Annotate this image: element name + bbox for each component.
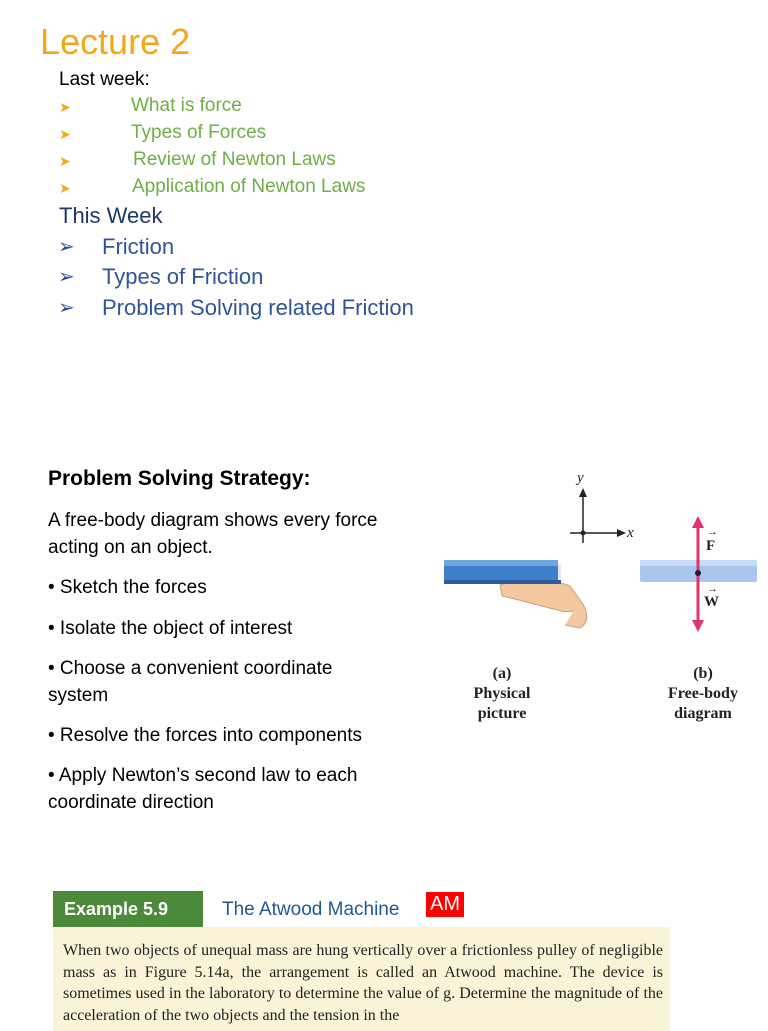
strategy-title: Problem Solving Strategy: [48,467,311,490]
bullet-arrow-icon: ➤ [59,180,71,196]
strategy-bullet: • Isolate the object of interest [48,618,293,639]
last-week-item: Application of Newton Laws [132,176,366,197]
last-week-item: What is force [131,95,242,116]
last-week-heading: Last week: [59,69,150,90]
caption-a: (a) Physical picture [473,665,531,722]
this-week-item: Problem Solving related Friction [102,295,414,320]
coordinate-axes-icon [570,488,626,543]
bullet-arrow-icon: ➤ [59,153,71,169]
page-title: Lecture 2 [40,21,191,62]
free-body-figure: y x F → W → [444,470,757,632]
force-w-label: W [704,594,719,610]
book-in-hand-icon [444,560,588,629]
axis-y-label: y [575,470,584,486]
strategy-bullet: • Resolve the forces into components [48,725,362,746]
strategy-bullet-cont: coordinate direction [48,792,214,813]
bullet-arrow-icon: ➢ [58,266,75,288]
strategy-bullet: • Sketch the forces [48,577,207,598]
vector-arrow-icon: → [707,583,718,595]
axis-x-label: x [626,525,634,541]
last-week-item: Types of Forces [131,122,267,143]
caption-b: (b) Free-body diagram [668,665,738,722]
bullet-arrow-icon: ➤ [59,99,71,115]
bullet-arrow-icon: ➢ [58,297,75,319]
vector-arrow-icon: → [707,526,718,538]
force-f-label: F [706,538,715,554]
bullet-arrow-icon: ➤ [59,126,71,142]
force-arrows-icon [692,516,704,632]
example-text: When two objects of unequal mass are hun… [63,942,663,1024]
this-week-heading: This Week [59,203,163,228]
this-week-item: Friction [102,234,175,259]
strategy-bullet: • Apply Newton’s second law to each [48,765,358,786]
strategy-intro: acting on an object. [48,537,213,558]
strategy-bullet: • Choose a convenient coordinate [48,658,333,679]
strategy-bullet-cont: system [48,685,109,706]
bullet-arrow-icon: ➢ [58,236,75,258]
example-tag: Example 5.9 [53,891,203,927]
am-badge: AM [426,892,464,917]
last-week-item: Review of Newton Laws [133,149,336,170]
strategy-intro: A free-body diagram shows every force [48,510,378,531]
example-title: The Atwood Machine [222,899,400,920]
this-week-item: Types of Friction [102,264,264,289]
